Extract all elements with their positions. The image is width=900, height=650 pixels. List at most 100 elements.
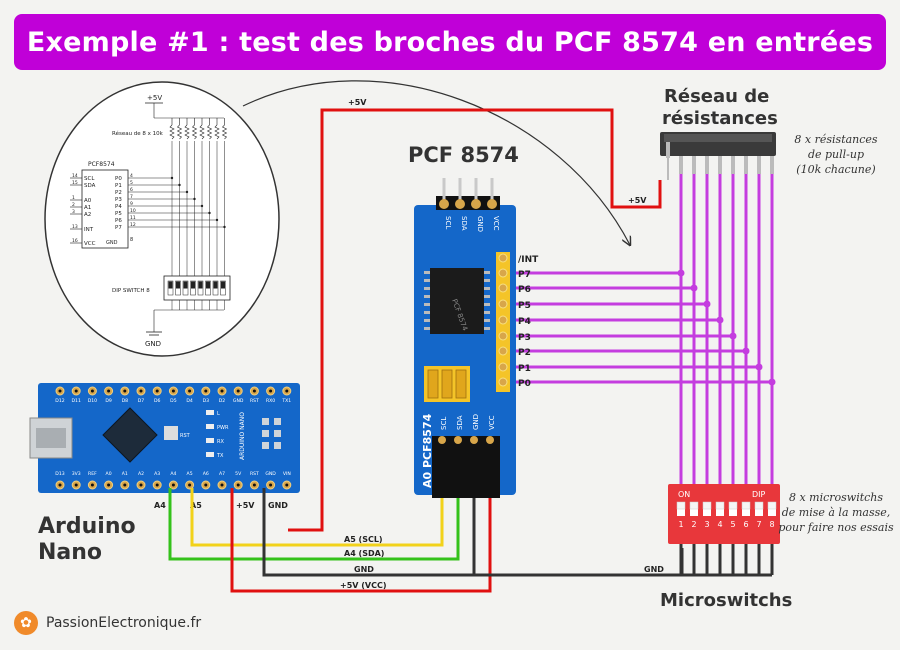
wire-sda-label: A4 (SDA): [344, 549, 384, 558]
resistor-note: 8 x résistances de pull-up (10k chacune): [788, 132, 884, 177]
arduino-pin-label: A4: [170, 471, 176, 477]
arduino-pin-hole: [123, 389, 127, 393]
pcf-chip-leg: [424, 287, 430, 290]
arduino-pin-label: RST: [250, 471, 259, 477]
arduino-pin-hole: [285, 389, 289, 393]
dip-dip-label: DIP: [752, 490, 766, 499]
pcf-chip-leg: [424, 271, 430, 274]
resistor-leg: [705, 156, 709, 174]
icsp-pin: [274, 418, 281, 425]
arduino-pin-hole: [58, 389, 62, 393]
schematic-left-pin-num: 13: [72, 224, 78, 230]
schematic-resistor: [206, 124, 213, 140]
arduino-pin-label: D10: [88, 398, 97, 404]
brand-name[interactable]: PassionElectronique.fr: [46, 615, 202, 631]
arduino-pin-label: D8: [122, 398, 129, 404]
led-rx: [206, 438, 214, 443]
schematic-junction-dot: [185, 190, 189, 194]
purple-signal-lines: [512, 174, 776, 486]
schematic-dip-knob: [198, 281, 203, 289]
arduino-name-2: Nano: [38, 540, 103, 565]
pcf-bottom-pad: [438, 436, 446, 444]
schematic-left-pin-name: INT: [84, 227, 94, 233]
arduino-pin-hole: [220, 389, 224, 393]
schematic-resistor: [169, 124, 175, 140]
pcf-title: PCF 8574: [408, 143, 519, 167]
schematic-right-pin-num: 4: [130, 173, 133, 179]
arduino-pin-hole: [171, 389, 175, 393]
pcf-top-pad: [471, 199, 481, 209]
schematic-vcc-label: +5V: [147, 94, 162, 102]
pcf-side-pad: [498, 346, 508, 356]
arduino-pin-hole: [155, 389, 159, 393]
arduino-pin-hole: [90, 483, 94, 487]
arduino-pin-label: D13: [55, 471, 64, 477]
pcf-bottom-label: VCC: [488, 415, 496, 430]
pcf-chip-leg: [424, 319, 430, 322]
arduino-pin-hole: [90, 389, 94, 393]
pcf-bottom-pad: [454, 436, 462, 444]
wire-gnd: [262, 488, 476, 577]
schematic-left-pin-name: A1: [84, 205, 91, 211]
switch-note-3: pour faire nos essais: [778, 521, 894, 534]
arduino-pin-label: A2: [138, 471, 144, 477]
switch-note-1: 8 x microswitchs: [788, 491, 884, 504]
pcf-bottom-label: GND: [472, 414, 480, 430]
purple-junction-dot: [690, 284, 698, 292]
pcf-chip-leg: [484, 311, 490, 314]
dip-switch-knob: [689, 501, 699, 510]
arduino-pin-label: VIN: [283, 471, 291, 477]
arduino-pin-hole: [139, 389, 143, 393]
schematic-junction-dot: [178, 183, 181, 187]
purple-junction-dot: [716, 316, 724, 324]
schematic-right-pin-num: 6: [130, 187, 133, 193]
pcf-chip-leg: [484, 327, 490, 330]
pcf-top-pad: [439, 199, 449, 209]
arduino-pin-hole: [220, 483, 224, 487]
schematic-junction-dot: [208, 211, 211, 215]
pcf-chip-leg: [424, 279, 430, 282]
wire-gnd-switch-label: GND: [644, 565, 664, 574]
schematic-left-pin-name: SDA: [84, 183, 96, 189]
arduino-pin-hole: [107, 389, 111, 393]
schematic-resnet-label: Réseau de 8 x 10k: [112, 130, 164, 137]
schematic-resistor: [214, 124, 220, 140]
schematic-left-pin-num: 3: [72, 209, 75, 215]
reset-button: [164, 426, 178, 440]
vcc-wire-res-label: +5V: [628, 196, 647, 205]
schematic-right-pin-num: 9: [130, 201, 133, 207]
pcf-chip-leg: [424, 311, 430, 314]
pcf-top-pin: [442, 178, 446, 200]
resistor-leg: [744, 156, 748, 174]
arduino-pin-label: GND: [265, 471, 276, 477]
arduino-pin-label: A0: [106, 471, 112, 477]
arduino-pin-label: A6: [203, 471, 209, 477]
pcf-top-pin: [474, 178, 478, 200]
schematic-right-pin-num: 7: [130, 194, 133, 200]
pcf-chip-leg: [484, 303, 490, 306]
schematic-right-pin-num: 12: [130, 222, 136, 228]
label-gnd: GND: [268, 501, 288, 510]
pcf-chip-leg: [484, 279, 490, 282]
pcf-top-header: [436, 178, 500, 210]
resistor-leg: [692, 156, 696, 174]
pcf-jumper: [441, 369, 453, 399]
arduino-pin-hole: [74, 389, 78, 393]
arduino-pin-hole: [269, 483, 273, 487]
arduino-pin-hole: [252, 389, 256, 393]
reset-label: RST: [180, 433, 191, 439]
schematic-junction-dot: [193, 197, 196, 201]
schematic-left-pin-name: VCC: [84, 241, 96, 247]
led-pwr: [206, 424, 214, 429]
pcf-chip-leg: [484, 287, 490, 290]
schematic-right-pin-name: P1: [115, 183, 122, 189]
schematic-dip-knob: [168, 281, 173, 289]
pcf-bottom-label: SCL: [440, 417, 448, 430]
pcf-right-label: P1: [518, 364, 531, 374]
arduino-pin-hole: [204, 483, 208, 487]
led-pwr-label: PWR: [217, 425, 229, 431]
schematic-left-pin-name: A2: [84, 212, 91, 218]
